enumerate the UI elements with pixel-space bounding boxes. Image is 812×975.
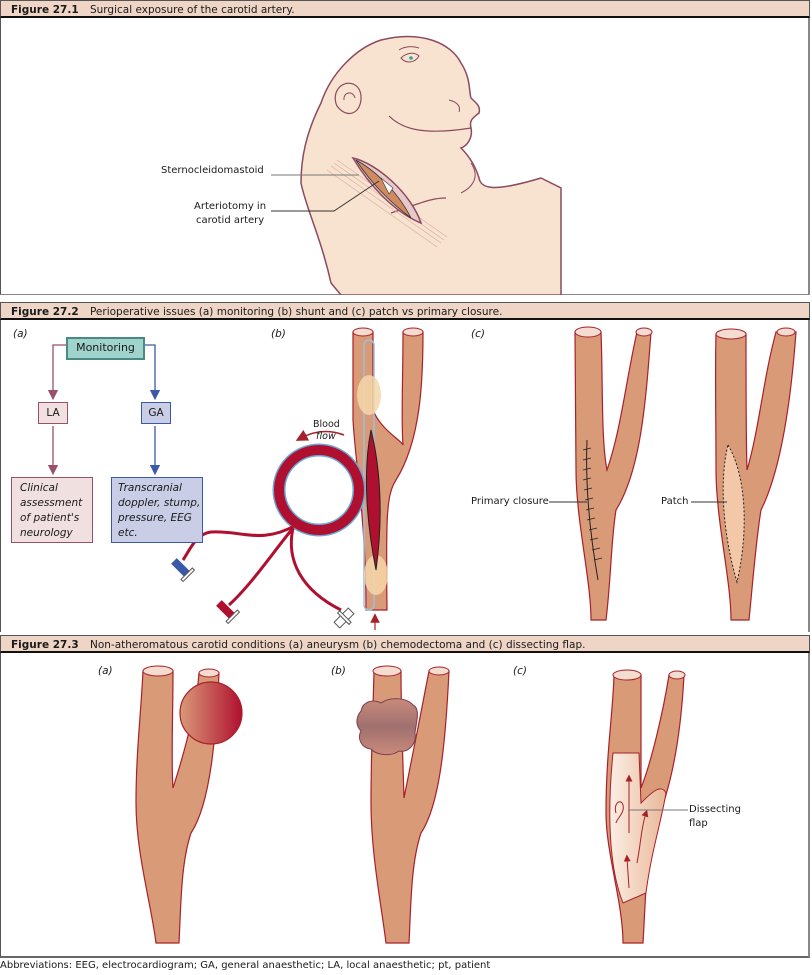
white-stopcock-icon	[333, 607, 355, 629]
figure-27-1-caption: Figure 27.1 Surgical exposure of the car…	[0, 0, 810, 18]
monitoring-box: Monitoring	[66, 337, 145, 360]
blood-flow-label-line2: flow	[316, 431, 336, 442]
primary-closure-label: Primary closure	[471, 496, 549, 507]
ga-outcome-line: pressure, EEG	[118, 512, 192, 524]
figure-number: Figure 27.2	[11, 306, 79, 318]
red-stopcock-icon	[216, 600, 241, 625]
la-outcome-line: neurology	[20, 527, 73, 539]
figure-caption-text: Perioperative issues (a) monitoring (b) …	[89, 306, 503, 318]
ga-outcome-line: doppler, stump,	[118, 497, 201, 509]
ga-outcome-line: Transcranial	[118, 482, 182, 494]
ga-outcome-box: Transcranial doppler, stump, pressure, E…	[111, 477, 203, 543]
figure-caption-text: Surgical exposure of the carotid artery.	[89, 4, 295, 16]
figure-27-2-caption: Figure 27.2 Perioperative issues (a) mon…	[0, 302, 810, 320]
blue-stopcock-icon	[171, 558, 196, 583]
arteriotomy-label-line2: carotid artery	[196, 215, 265, 226]
dissecting-flap-label-line1: Dissecting	[689, 804, 741, 815]
head-neck-illustration	[271, 35, 562, 295]
figure-number: Figure 27.1	[11, 4, 79, 16]
ga-outcome-line: etc.	[118, 527, 138, 539]
figure-number: Figure 27.3	[11, 639, 79, 651]
blood-flow-label-line1: Blood	[313, 419, 340, 430]
panel-letter: (b)	[271, 328, 286, 340]
figure-caption-text: Non-atheromatous carotid conditions (a) …	[89, 639, 586, 651]
panel-letter: (c)	[471, 328, 485, 340]
abbreviations-footnote: Abbreviations: EEG, electrocardiogram; G…	[0, 960, 491, 971]
la-outcome-box: Clinical assessment of patient's neurolo…	[11, 477, 93, 543]
panel-letter: (c)	[513, 665, 527, 677]
la-box: LA	[38, 402, 68, 424]
arteriotomy-label-line1: Arteriotomy in	[194, 201, 267, 212]
figure-27-2-panel: (a) Monitoring LA GA Clinical assessment…	[0, 320, 810, 632]
carotid-conditions-illustration	[135, 665, 688, 944]
shunt-patch-illustration	[47, 326, 797, 630]
dissecting-flap-label-line2: flap	[689, 818, 708, 829]
figure-27-3-panel: (a) (b) (c) Dissecting flap	[0, 653, 810, 958]
la-outcome-line: of patient's	[20, 512, 80, 524]
panel-letter: (b)	[331, 665, 346, 677]
la-outcome-line: assessment	[20, 497, 83, 509]
figure-27-3-caption: Figure 27.3 Non-atheromatous carotid con…	[0, 635, 810, 653]
patch-label: Patch	[661, 496, 689, 507]
ga-box: GA	[141, 402, 171, 424]
panel-letter: (a)	[13, 328, 28, 340]
figure-27-1-panel: Sternocleidomastoid Arteriotomy in carot…	[0, 18, 810, 295]
panel-letter: (a)	[98, 665, 113, 677]
la-outcome-line: Clinical	[20, 482, 58, 494]
sternocleidomastoid-label: Sternocleidomastoid	[161, 165, 264, 176]
